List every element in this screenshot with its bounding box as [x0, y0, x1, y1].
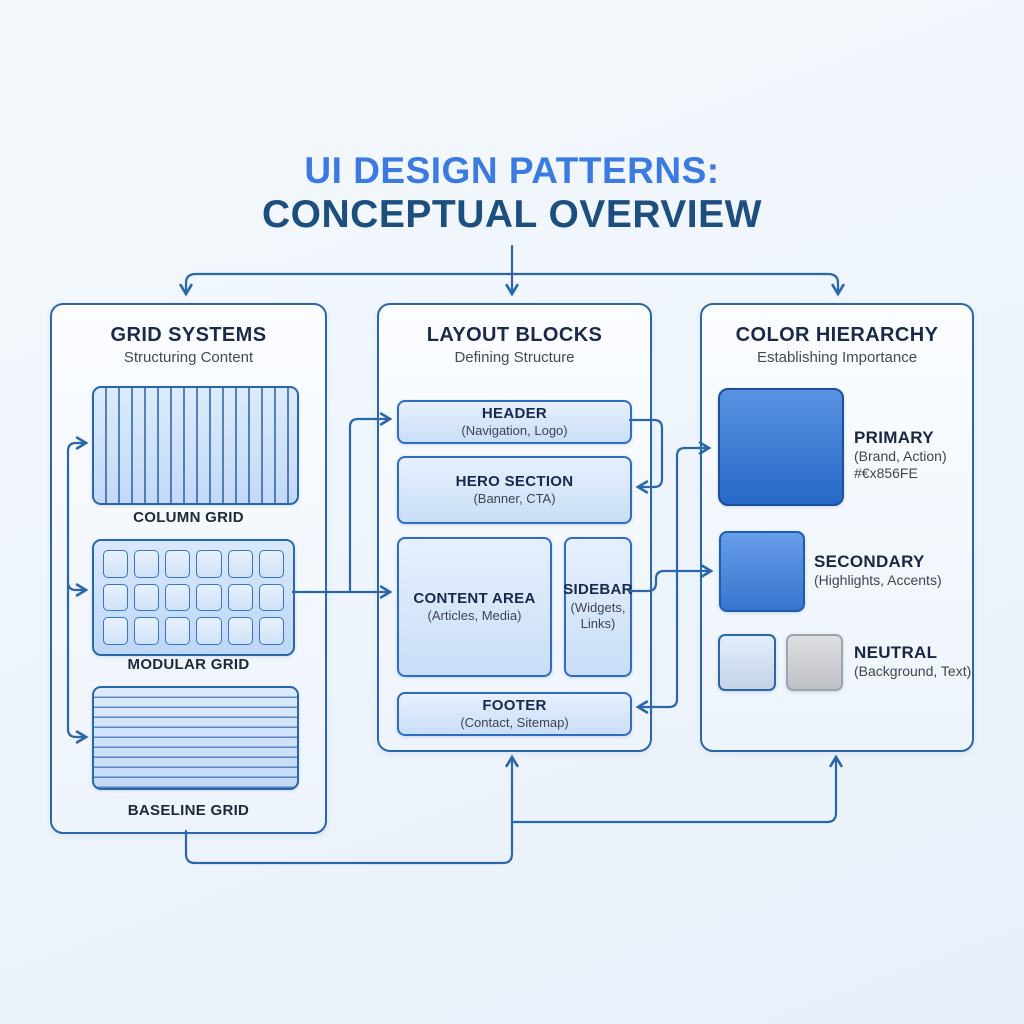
neutral-color-text: NEUTRAL (Background, Text) [854, 643, 971, 680]
modular-grid-cell [103, 550, 129, 578]
block-detail: (Articles, Media) [427, 608, 522, 624]
modular-grid-cell [196, 550, 222, 578]
modular-grid-cell [258, 550, 284, 578]
swatch-label: SECONDARY [814, 552, 925, 571]
modular-grid-cell [227, 583, 253, 612]
modular-grid-cell [258, 617, 284, 645]
baseline-grid-graphic [92, 686, 299, 790]
title-line-1: UI DESIGN PATTERNS: [304, 150, 720, 191]
modular-grid-cell [165, 617, 191, 645]
neutral-gray-swatch [786, 634, 843, 691]
title-line-2: CONCEPTUAL OVERVIEW [262, 192, 762, 236]
neutral-light-swatch [718, 634, 776, 691]
block-detail: (Contact, Sitemap) [460, 715, 569, 731]
sidebar-block: SIDEBAR (Widgets, Links) [563, 537, 633, 677]
modular-grid-cell [165, 550, 191, 578]
panel-color-hierarchy: COLOR HIERARCHY Establishing Importance … [700, 303, 974, 752]
swatch-detail: (Brand, Action) [854, 448, 947, 465]
block-label: FOOTER [482, 696, 547, 714]
modular-grid-cell [134, 583, 160, 612]
modular-grid-graphic [92, 539, 295, 656]
panel-subtitle: Defining Structure [454, 349, 575, 366]
secondary-color-text: SECONDARY (Highlights, Accents) [814, 552, 942, 589]
swatch-detail: (Background, Text) [854, 663, 972, 680]
column-grid-label: COLUMN GRID [133, 509, 244, 526]
arrow-branch-to-colorpanel [510, 754, 843, 824]
block-detail: (Banner, CTA) [473, 491, 556, 507]
primary-color-swatch [718, 388, 844, 506]
primary-color-text: PRIMARY (Brand, Action) #€x856FE [854, 428, 947, 482]
swatch-hex: #€x856FE [854, 465, 918, 482]
panel-layout-blocks: LAYOUT BLOCKS Defining Structure HEADER … [377, 303, 652, 752]
block-detail: (Navigation, Logo) [461, 423, 568, 439]
modular-grid-label: MODULAR GRID [127, 656, 250, 673]
swatch-label: PRIMARY [854, 428, 934, 447]
modular-grid-cell [258, 583, 284, 612]
baseline-grid-label: BASELINE GRID [127, 802, 250, 819]
page-title: UI DESIGN PATTERNS: CONCEPTUAL OVERVIEW [0, 150, 1024, 237]
panel-grid-systems: GRID SYSTEMS Structuring Content COLUMN … [50, 303, 327, 834]
hero-section-block: HERO SECTION (Banner, CTA) [397, 456, 632, 524]
modular-grid-cell [165, 583, 191, 612]
panel-title: GRID SYSTEMS [110, 324, 267, 346]
modular-grid-cell [227, 550, 253, 578]
block-label: HEADER [481, 404, 548, 422]
column-grid-graphic [92, 386, 299, 505]
block-label: HERO SECTION [455, 472, 574, 490]
block-label: CONTENT AREA [413, 589, 536, 607]
swatch-detail: (Highlights, Accents) [814, 572, 942, 589]
block-label: SIDEBAR [563, 581, 633, 599]
footer-block: FOOTER (Contact, Sitemap) [397, 692, 632, 736]
content-area-block: CONTENT AREA (Articles, Media) [397, 537, 552, 677]
modular-grid-cell [103, 583, 129, 612]
secondary-color-swatch [719, 531, 805, 612]
modular-grid-cell [196, 617, 222, 645]
header-block: HEADER (Navigation, Logo) [397, 400, 632, 444]
modular-grid-cell [103, 617, 129, 645]
connector-title-right-arrow [510, 272, 845, 297]
modular-grid-cell [227, 617, 253, 645]
block-detail: (Widgets, Links) [570, 600, 626, 632]
modular-grid-cell [196, 583, 222, 612]
swatch-label: NEUTRAL [854, 643, 938, 662]
modular-grid-cell [134, 617, 160, 645]
panel-subtitle: Establishing Importance [756, 349, 918, 366]
connector-title-left-arrow [179, 272, 514, 297]
modular-grid-cell [134, 550, 160, 578]
panel-subtitle: Structuring Content [123, 349, 254, 366]
panel-title: COLOR HIERARCHY [735, 324, 939, 346]
panel-title: LAYOUT BLOCKS [426, 324, 603, 346]
